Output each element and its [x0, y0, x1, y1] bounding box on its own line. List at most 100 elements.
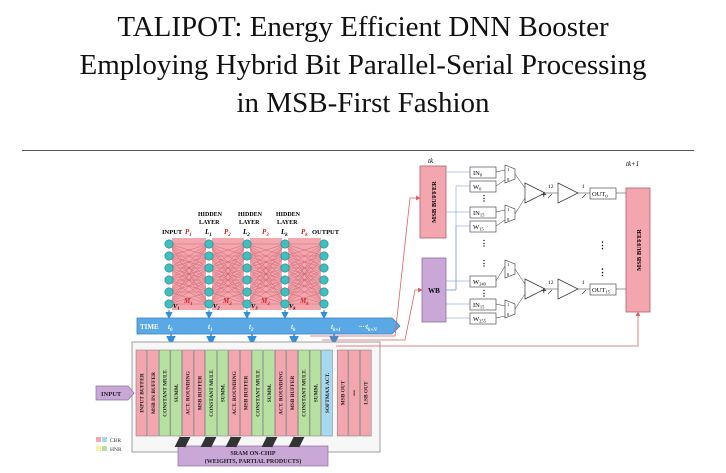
- neuron: [280, 287, 290, 297]
- p-label-3: P3: [262, 228, 269, 238]
- neuron: [319, 239, 329, 249]
- mux-top-2-sel1: 1: [507, 207, 509, 212]
- pipeline-stage-label-17: SOFTMAX ACT.: [325, 372, 331, 413]
- bottom-ellipsis-2: ⋮: [480, 289, 488, 298]
- neuron: [164, 287, 174, 297]
- out-width-bottom: 1: [582, 280, 585, 286]
- out-width-top: 1: [582, 184, 585, 190]
- neuron: [164, 251, 174, 261]
- synapse: [246, 243, 286, 305]
- m-label-2: M2: [222, 297, 232, 307]
- neural-network-diagram: INPUTHIDDENLAYERHIDDENLAYERHIDDENLAYERL1…: [162, 212, 340, 320]
- neuron: [280, 239, 290, 249]
- neuron: [164, 299, 174, 309]
- neuron: [319, 263, 329, 273]
- synapse: [284, 255, 325, 305]
- neuron: [319, 251, 329, 261]
- pipeline-stage-15: [298, 349, 310, 437]
- pipeline-stage-8: [216, 349, 229, 437]
- bottom-ellipsis-1: ⋮: [480, 259, 488, 268]
- legend-cbr-label: CBR: [110, 438, 121, 444]
- pipeline-input-label: INPUT: [101, 391, 122, 398]
- pipeline-stage-1: [135, 349, 148, 437]
- wire-tk-to-msb-buffer: [310, 195, 421, 337]
- neuron: [164, 275, 174, 285]
- synapse: [246, 243, 286, 257]
- mux-top-2-sel0: 0: [507, 217, 510, 222]
- pipeline-stage-19: [348, 349, 360, 437]
- mux-bottom-1: [504, 259, 516, 279]
- legend-swatch-hnr-1: [96, 446, 101, 451]
- bus-width-bottom: 12: [548, 280, 554, 286]
- sram-label-line2: (WEIGHTS, PARTIAL PRODUCTS): [205, 458, 302, 465]
- logic-wire: [514, 197, 526, 215]
- neuron: [280, 299, 290, 309]
- layer-label-input: INPUT: [162, 229, 183, 236]
- synapse: [246, 243, 286, 269]
- pipeline-stage-label-11: CONSTANT MULT.: [255, 369, 261, 417]
- synapse: [246, 243, 286, 281]
- layer-symbol-Lk: Lk: [280, 228, 288, 238]
- pipeline-stage-6: [193, 349, 206, 437]
- circuit-tk1-label: tk+1: [626, 160, 639, 168]
- circuit-input-top-3: [469, 206, 497, 219]
- m-label-3: M3: [260, 297, 270, 307]
- wb-label: WB: [428, 287, 440, 295]
- circuit-input-bottom-1: [469, 275, 497, 288]
- logic-wire: [514, 268, 526, 285]
- synapse: [284, 243, 325, 293]
- pipeline-stage-label-7: CONSTANT MULT.: [209, 369, 215, 417]
- hidden-word-k: HIDDEN: [276, 212, 301, 218]
- bus-width-top: 12: [548, 184, 554, 190]
- synapse: [246, 291, 286, 305]
- input-arrow: [95, 385, 135, 401]
- weight-wire: [446, 225, 470, 291]
- msb-buffer-left-label: MSB BUFFER: [431, 181, 438, 223]
- circuit-input-top-1: [469, 166, 497, 179]
- m-label-1: M1: [183, 297, 193, 307]
- synapse: [208, 243, 248, 269]
- bus-slash: [581, 289, 587, 295]
- msb-buffer-right-label: MSB BUFFER: [636, 229, 643, 271]
- neuron: [204, 263, 214, 273]
- neuron: [242, 287, 252, 297]
- synapse: [168, 267, 210, 305]
- circuit-input-top-3-label: IN15: [473, 210, 485, 218]
- pipeline-stage-18: [336, 349, 349, 437]
- layer-word-2: LAYER: [239, 220, 260, 226]
- legend-swatch-cbr-2: [102, 437, 107, 442]
- synapse: [208, 243, 248, 281]
- logic-wire: [495, 265, 506, 282]
- synapse: [246, 243, 286, 293]
- title-divider: [22, 150, 694, 151]
- circuit-input-top-4-label: W15: [473, 224, 484, 232]
- circuit-input-top-4: [469, 220, 497, 233]
- pipeline-stage-17: [321, 349, 333, 437]
- pipeline-stage-3: [158, 349, 171, 437]
- layer-word-1: LAYER: [199, 220, 220, 226]
- synapse: [284, 243, 325, 269]
- mux-top-2: [504, 204, 516, 224]
- title-line-1: TALIPOT: Energy Efficient DNN Booster: [117, 11, 609, 43]
- pipeline-stage-16: [309, 349, 322, 437]
- neuron: [242, 239, 252, 249]
- output-box-top: [589, 187, 617, 200]
- pipeline-stage-label-15: CONSTANT MULT.: [302, 369, 308, 417]
- circuit-diagram: tk tk+1 MSB BUFFER WB MSB BUFFER IN0W0IN…: [419, 157, 651, 325]
- time-tick-5: ····tk+N: [359, 323, 377, 333]
- accumulator-bottom: [557, 278, 579, 300]
- title-line-3: in MSB-First Fashion: [236, 87, 490, 119]
- pipeline-stage-label-19: •••: [352, 390, 358, 396]
- time-tick-0: t0: [168, 323, 173, 333]
- m-label-4: Mk: [299, 297, 309, 307]
- neuron: [164, 263, 174, 273]
- synapse: [168, 255, 210, 305]
- mux-top-1-sel0: 0: [507, 177, 510, 182]
- pipeline-stage-label-16: SUMM.: [313, 383, 319, 402]
- mux-bottom-2-sel1: 1: [507, 302, 509, 307]
- pipeline-stage-9: [228, 349, 240, 437]
- legend-swatch-hnr-2: [102, 446, 107, 451]
- synapse: [284, 267, 325, 305]
- circuit-input-top-2-label: W0: [473, 184, 482, 192]
- synapse: [284, 243, 325, 305]
